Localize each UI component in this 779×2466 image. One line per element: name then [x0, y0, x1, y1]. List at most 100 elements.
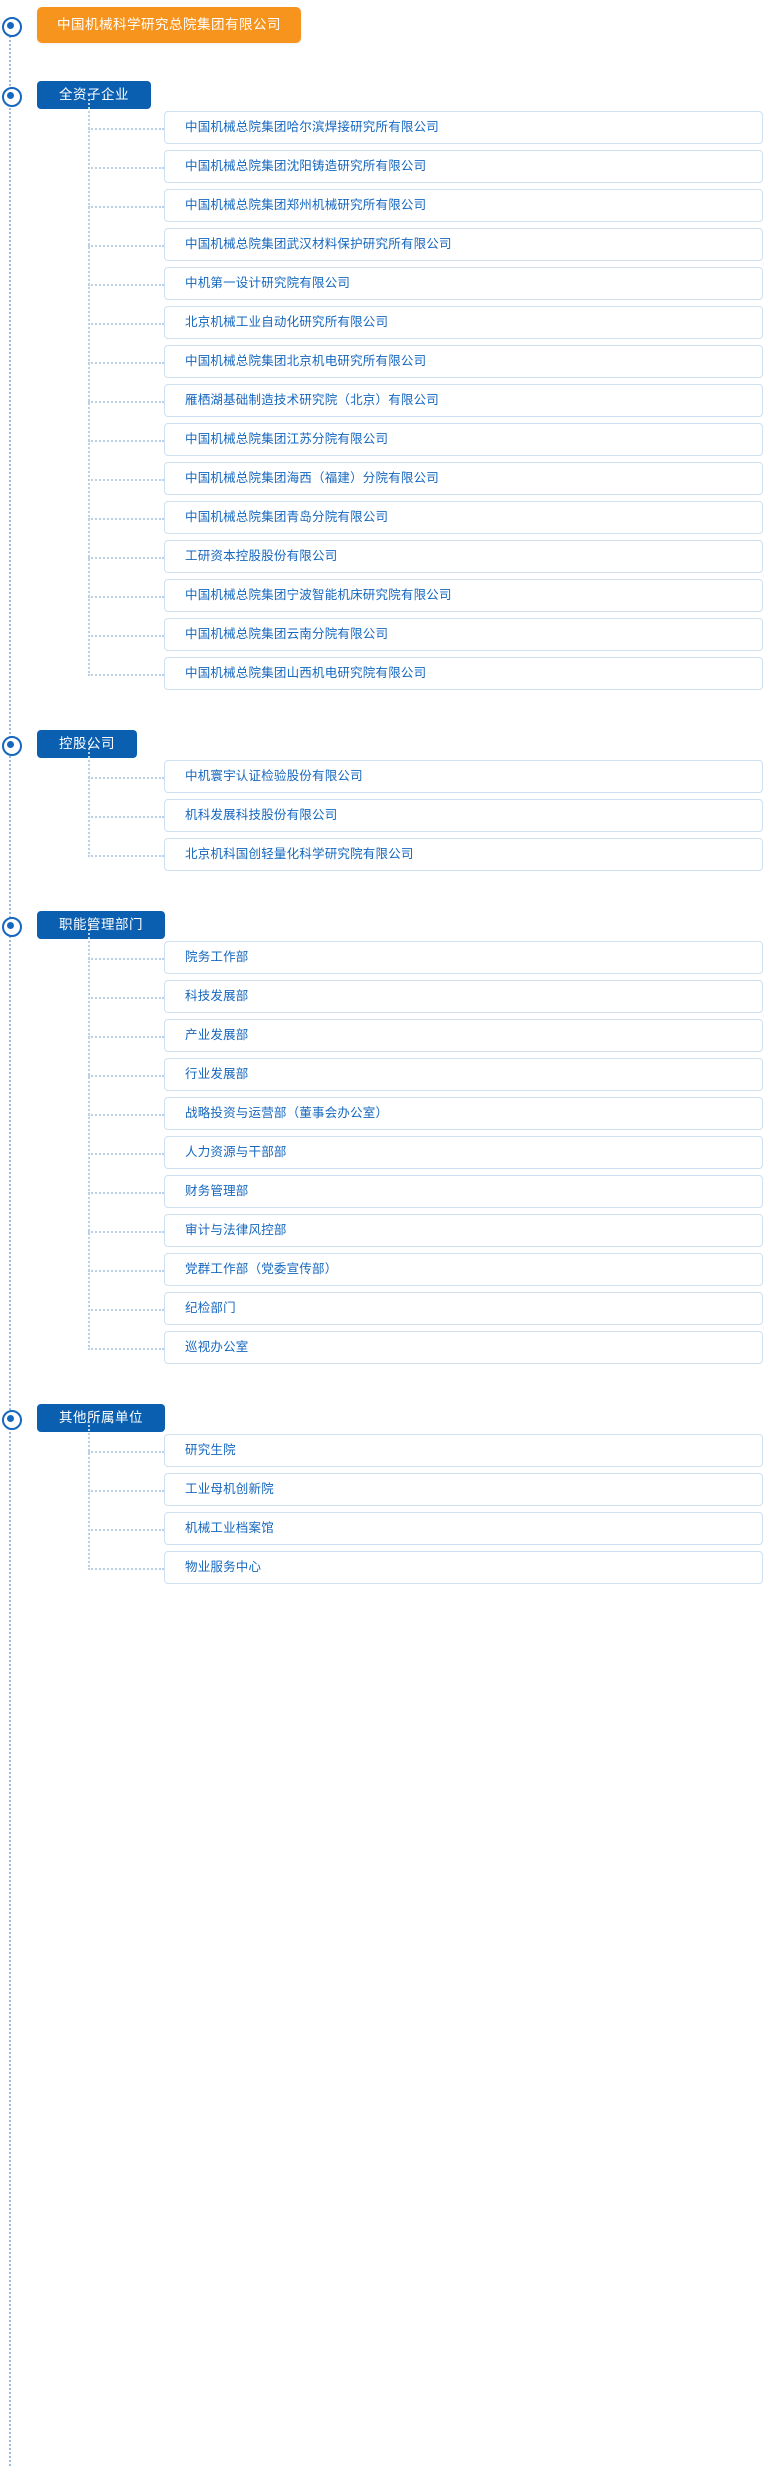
org-unit-card[interactable]: 巡视办公室 [164, 1331, 763, 1364]
list-item: 中国机械总院集团沈阳铸造研究所有限公司 [0, 147, 779, 186]
group-1: 全资子企业中国机械总院集团哈尔滨焊接研究所有限公司中国机械总院集团沈阳铸造研究所… [0, 80, 779, 693]
list-item: 人力资源与干部部 [0, 1133, 779, 1172]
org-unit-label: 机械工业档案馆 [185, 1521, 274, 1536]
org-unit-card[interactable]: 中国机械总院集团青岛分院有限公司 [164, 501, 763, 534]
child-list: 研究生院工业母机创新院机械工业档案馆物业服务中心 [0, 1417, 779, 1587]
org-unit-card[interactable]: 中国机械总院集团北京机电研究所有限公司 [164, 345, 763, 378]
group-header: 其他所属单位 [0, 1403, 779, 1433]
list-item: 中国机械总院集团武汉材料保护研究所有限公司 [0, 225, 779, 264]
list-item: 中国机械总院集团青岛分院有限公司 [0, 498, 779, 537]
list-item: 北京机科国创轻量化科学研究院有限公司 [0, 835, 779, 874]
org-unit-card[interactable]: 中机寰宇认证检验股份有限公司 [164, 760, 763, 793]
list-item: 雁栖湖基础制造技术研究院（北京）有限公司 [0, 381, 779, 420]
radio-selected-icon[interactable] [0, 15, 22, 37]
org-unit-card[interactable]: 科技发展部 [164, 980, 763, 1013]
org-unit-card[interactable]: 工研资本控股股份有限公司 [164, 540, 763, 573]
org-unit-label: 北京机械工业自动化研究所有限公司 [185, 315, 389, 330]
group-badge[interactable]: 其他所属单位 [37, 1403, 165, 1433]
org-unit-card[interactable]: 产业发展部 [164, 1019, 763, 1052]
org-unit-label: 院务工作部 [185, 950, 249, 965]
org-unit-card[interactable]: 中国机械总院集团宁波智能机床研究院有限公司 [164, 579, 763, 612]
org-unit-card[interactable]: 中国机械总院集团云南分院有限公司 [164, 618, 763, 651]
org-unit-label: 中机寰宇认证检验股份有限公司 [185, 769, 363, 784]
list-item: 科技发展部 [0, 977, 779, 1016]
org-unit-card[interactable]: 机科发展科技股份有限公司 [164, 799, 763, 832]
group-3: 职能管理部门院务工作部科技发展部产业发展部行业发展部战略投资与运营部（董事会办公… [0, 910, 779, 1367]
org-unit-card[interactable]: 北京机科国创轻量化科学研究院有限公司 [164, 838, 763, 871]
org-unit-card[interactable]: 中国机械总院集团武汉材料保护研究所有限公司 [164, 228, 763, 261]
root-node-row: 中国机械科学研究总院集团有限公司 [0, 6, 779, 44]
org-unit-card[interactable]: 审计与法律风控部 [164, 1214, 763, 1247]
org-unit-label: 中国机械总院集团沈阳铸造研究所有限公司 [185, 159, 427, 174]
group-badge[interactable]: 控股公司 [37, 729, 137, 759]
spacer [0, 1367, 779, 1405]
org-unit-label: 雁栖湖基础制造技术研究院（北京）有限公司 [185, 393, 440, 408]
org-unit-label: 财务管理部 [185, 1184, 249, 1199]
org-unit-card[interactable]: 中国机械总院集团沈阳铸造研究所有限公司 [164, 150, 763, 183]
org-unit-label: 研究生院 [185, 1443, 236, 1458]
child-list: 中机寰宇认证检验股份有限公司机科发展科技股份有限公司北京机科国创轻量化科学研究院… [0, 743, 779, 874]
radio-selected-icon[interactable] [0, 915, 22, 937]
org-unit-card[interactable]: 财务管理部 [164, 1175, 763, 1208]
org-unit-card[interactable]: 研究生院 [164, 1434, 763, 1467]
radio-selected-icon[interactable] [0, 1408, 22, 1430]
org-unit-card[interactable]: 中国机械总院集团郑州机械研究所有限公司 [164, 189, 763, 222]
org-unit-card[interactable]: 雁栖湖基础制造技术研究院（北京）有限公司 [164, 384, 763, 417]
list-item: 中国机械总院集团山西机电研究院有限公司 [0, 654, 779, 693]
group-list: 全资子企业中国机械总院集团哈尔滨焊接研究所有限公司中国机械总院集团沈阳铸造研究所… [0, 80, 779, 1587]
list-item: 机科发展科技股份有限公司 [0, 796, 779, 835]
radio-selected-icon[interactable] [0, 734, 22, 756]
list-item: 物业服务中心 [0, 1548, 779, 1587]
org-unit-card[interactable]: 中国机械总院集团哈尔滨焊接研究所有限公司 [164, 111, 763, 144]
org-unit-card[interactable]: 物业服务中心 [164, 1551, 763, 1584]
org-unit-label: 中国机械总院集团北京机电研究所有限公司 [185, 354, 427, 369]
org-unit-card[interactable]: 中国机械总院集团山西机电研究院有限公司 [164, 657, 763, 690]
spacer [0, 44, 779, 82]
list-item: 中国机械总院集团宁波智能机床研究院有限公司 [0, 576, 779, 615]
org-unit-label: 中国机械总院集团青岛分院有限公司 [185, 510, 389, 525]
org-unit-label: 审计与法律风控部 [185, 1223, 287, 1238]
org-unit-label: 中机第一设计研究院有限公司 [185, 276, 351, 291]
org-unit-label: 北京机科国创轻量化科学研究院有限公司 [185, 847, 414, 862]
org-unit-card[interactable]: 纪检部门 [164, 1292, 763, 1325]
org-unit-label: 中国机械总院集团哈尔滨焊接研究所有限公司 [185, 120, 440, 135]
org-unit-card[interactable]: 中国机械总院集团江苏分院有限公司 [164, 423, 763, 456]
list-item: 纪检部门 [0, 1289, 779, 1328]
org-unit-label: 党群工作部（党委宣传部） [185, 1262, 338, 1277]
org-unit-card[interactable]: 中机第一设计研究院有限公司 [164, 267, 763, 300]
group-2: 控股公司中机寰宇认证检验股份有限公司机科发展科技股份有限公司北京机科国创轻量化科… [0, 729, 779, 874]
org-unit-label: 物业服务中心 [185, 1560, 262, 1575]
org-unit-label: 科技发展部 [185, 989, 249, 1004]
radio-selected-icon[interactable] [0, 85, 22, 107]
spacer [0, 693, 779, 731]
root-node-badge[interactable]: 中国机械科学研究总院集团有限公司 [37, 6, 301, 44]
group-badge[interactable]: 职能管理部门 [37, 910, 165, 940]
org-unit-card[interactable]: 党群工作部（党委宣传部） [164, 1253, 763, 1286]
org-unit-label: 中国机械总院集团宁波智能机床研究院有限公司 [185, 588, 452, 603]
org-unit-card[interactable]: 工业母机创新院 [164, 1473, 763, 1506]
list-item: 财务管理部 [0, 1172, 779, 1211]
list-item: 研究生院 [0, 1431, 779, 1470]
org-unit-card[interactable]: 中国机械总院集团海西（福建）分院有限公司 [164, 462, 763, 495]
org-unit-card[interactable]: 机械工业档案馆 [164, 1512, 763, 1545]
org-unit-card[interactable]: 行业发展部 [164, 1058, 763, 1091]
org-unit-label: 中国机械总院集团海西（福建）分院有限公司 [185, 471, 440, 486]
org-unit-card[interactable]: 战略投资与运营部（董事会办公室） [164, 1097, 763, 1130]
list-item: 中国机械总院集团哈尔滨焊接研究所有限公司 [0, 108, 779, 147]
org-unit-card[interactable]: 北京机械工业自动化研究所有限公司 [164, 306, 763, 339]
org-unit-card[interactable]: 院务工作部 [164, 941, 763, 974]
list-item: 院务工作部 [0, 938, 779, 977]
list-item: 战略投资与运营部（董事会办公室） [0, 1094, 779, 1133]
main-tree-spine [9, 24, 11, 2466]
group-badge[interactable]: 全资子企业 [37, 80, 151, 110]
org-unit-label: 中国机械总院集团武汉材料保护研究所有限公司 [185, 237, 452, 252]
list-item: 北京机械工业自动化研究所有限公司 [0, 303, 779, 342]
child-list: 院务工作部科技发展部产业发展部行业发展部战略投资与运营部（董事会办公室） 人力资源… [0, 924, 779, 1367]
org-unit-label: 巡视办公室 [185, 1340, 249, 1355]
org-unit-label: 行业发展部 [185, 1067, 249, 1082]
list-item: 机械工业档案馆 [0, 1509, 779, 1548]
org-unit-label: 中国机械总院集团山西机电研究院有限公司 [185, 666, 427, 681]
list-item: 产业发展部 [0, 1016, 779, 1055]
group-header: 控股公司 [0, 729, 779, 759]
org-unit-card[interactable]: 人力资源与干部部 [164, 1136, 763, 1169]
